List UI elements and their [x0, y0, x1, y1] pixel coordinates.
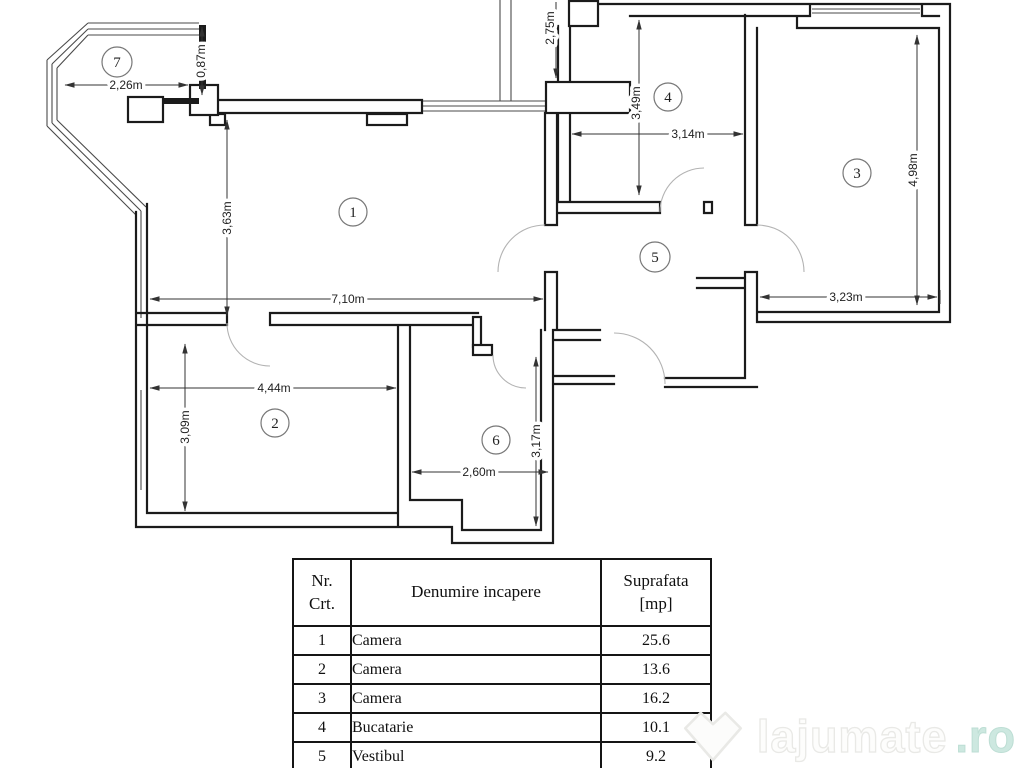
cell-name: Vestibul: [350, 741, 602, 768]
dimension-label: 3,49m: [629, 86, 643, 119]
dim-2-60m: 2,60m: [411, 462, 549, 483]
dimension-label: 7,10m: [331, 292, 364, 306]
dimension-label: 3,17m: [529, 424, 543, 457]
cell-name: Bucatarie: [350, 712, 602, 743]
dim-0-87m: 0,87m: [191, 26, 212, 96]
room-number: 4: [664, 90, 672, 106]
dim-3-63m: 3,63m: [217, 119, 238, 317]
table-row: 5 Vestibul 9.2: [292, 741, 712, 768]
dimension-label: 0,87m: [194, 44, 208, 77]
dim-3-49m: 3,49m: [626, 19, 647, 196]
room-label-3: 3: [842, 158, 872, 188]
cell-nr: 3: [292, 683, 352, 714]
table-row: 3 Camera 16.2: [292, 683, 712, 714]
cell-nr: 1: [292, 625, 352, 656]
room-label-7: 7: [101, 46, 133, 78]
door-arc-kitchen: [659, 167, 705, 213]
shaft-box: [567, 0, 600, 28]
room-number: 1: [349, 205, 357, 221]
dimension-label: 3,14m: [671, 127, 704, 141]
cell-nr: 5: [292, 741, 352, 768]
dimension-label: 2,60m: [462, 465, 495, 479]
dim-7-10m: 7,10m: [149, 289, 544, 310]
room-number: 2: [271, 416, 279, 432]
area-table-wrap: Nr. Crt. Denumire incapere Suprafata [mp…: [292, 558, 712, 768]
dim-2-75m: 2,75m: [540, 2, 561, 79]
dimension-label: 2,75m: [543, 11, 557, 44]
wall-jog: [471, 315, 483, 349]
dimension-label: 4,98m: [906, 153, 920, 186]
dimension-label: 3,23m: [829, 290, 862, 304]
cell-area: 9.2: [600, 741, 712, 768]
dim-3-14m: 3,14m: [571, 124, 744, 145]
dim-3-09m: 3,09m: [175, 343, 196, 512]
cell-area: 13.6: [600, 654, 712, 685]
cell-name: Camera: [350, 625, 602, 656]
cell-area: 25.6: [600, 625, 712, 656]
wall-jog: [471, 343, 494, 357]
col-header-name: Denumire incapere: [350, 558, 602, 627]
table-row: 4 Bucatarie 10.1: [292, 712, 712, 743]
door-arc-entry: [613, 332, 666, 385]
room-label-5: 5: [639, 241, 671, 273]
dim-4-44m: 4,44m: [149, 378, 397, 399]
door-arc-room2: [226, 322, 271, 367]
wall-solid: [163, 98, 199, 104]
cell-name: Camera: [350, 654, 602, 685]
cell-nr: 2: [292, 654, 352, 685]
door-arcs: [226, 167, 805, 389]
dimension-label: 2,26m: [109, 78, 142, 92]
dimension-label: 3,63m: [220, 201, 234, 234]
room-number: 6: [492, 433, 500, 449]
cell-area: 10.1: [600, 712, 712, 743]
cell-nr: 4: [292, 712, 352, 743]
room-number: 7: [113, 55, 121, 71]
col-header-nr: Nr. Crt.: [292, 558, 352, 627]
dim-3-23m: 3,23m: [759, 287, 941, 308]
balcony-box: [126, 95, 165, 124]
door-arc-room3: [756, 224, 805, 273]
room-number: 3: [853, 166, 861, 182]
table-row: 1 Camera 25.6: [292, 625, 712, 656]
dimension-label: 3,09m: [178, 410, 192, 443]
room-label-6: 6: [481, 425, 511, 455]
walls: [126, 0, 952, 545]
wall-block: [544, 80, 632, 115]
room-label-2: 2: [260, 408, 290, 438]
cell-name: Camera: [350, 683, 602, 714]
dim-4-98m: 4,98m: [903, 34, 924, 306]
dimension-label: 4,44m: [257, 381, 290, 395]
col-header-area: Suprafata [mp]: [600, 558, 712, 627]
room-labels: 1 2 3 4 5 6 7: [101, 46, 872, 455]
room-label-1: 1: [338, 197, 368, 227]
area-table: Nr. Crt. Denumire incapere Suprafata [mp…: [292, 558, 712, 768]
room-number: 5: [651, 250, 659, 266]
door-arc-room1: [497, 224, 546, 273]
dim-3-17m: 3,17m: [526, 356, 547, 527]
wall-tab: [365, 112, 409, 127]
dimensions: 2,26m 0,87m 3,63m 7,10m 4,44m 3,09m: [64, 2, 941, 527]
table-header-row: Nr. Crt. Denumire incapere Suprafata [mp…: [292, 558, 712, 627]
table-row: 2 Camera 13.6: [292, 654, 712, 685]
cell-area: 16.2: [600, 683, 712, 714]
door-arc-room6: [492, 354, 527, 389]
room-label-4: 4: [653, 82, 683, 112]
dim-2-26m: 2,26m: [64, 75, 189, 96]
